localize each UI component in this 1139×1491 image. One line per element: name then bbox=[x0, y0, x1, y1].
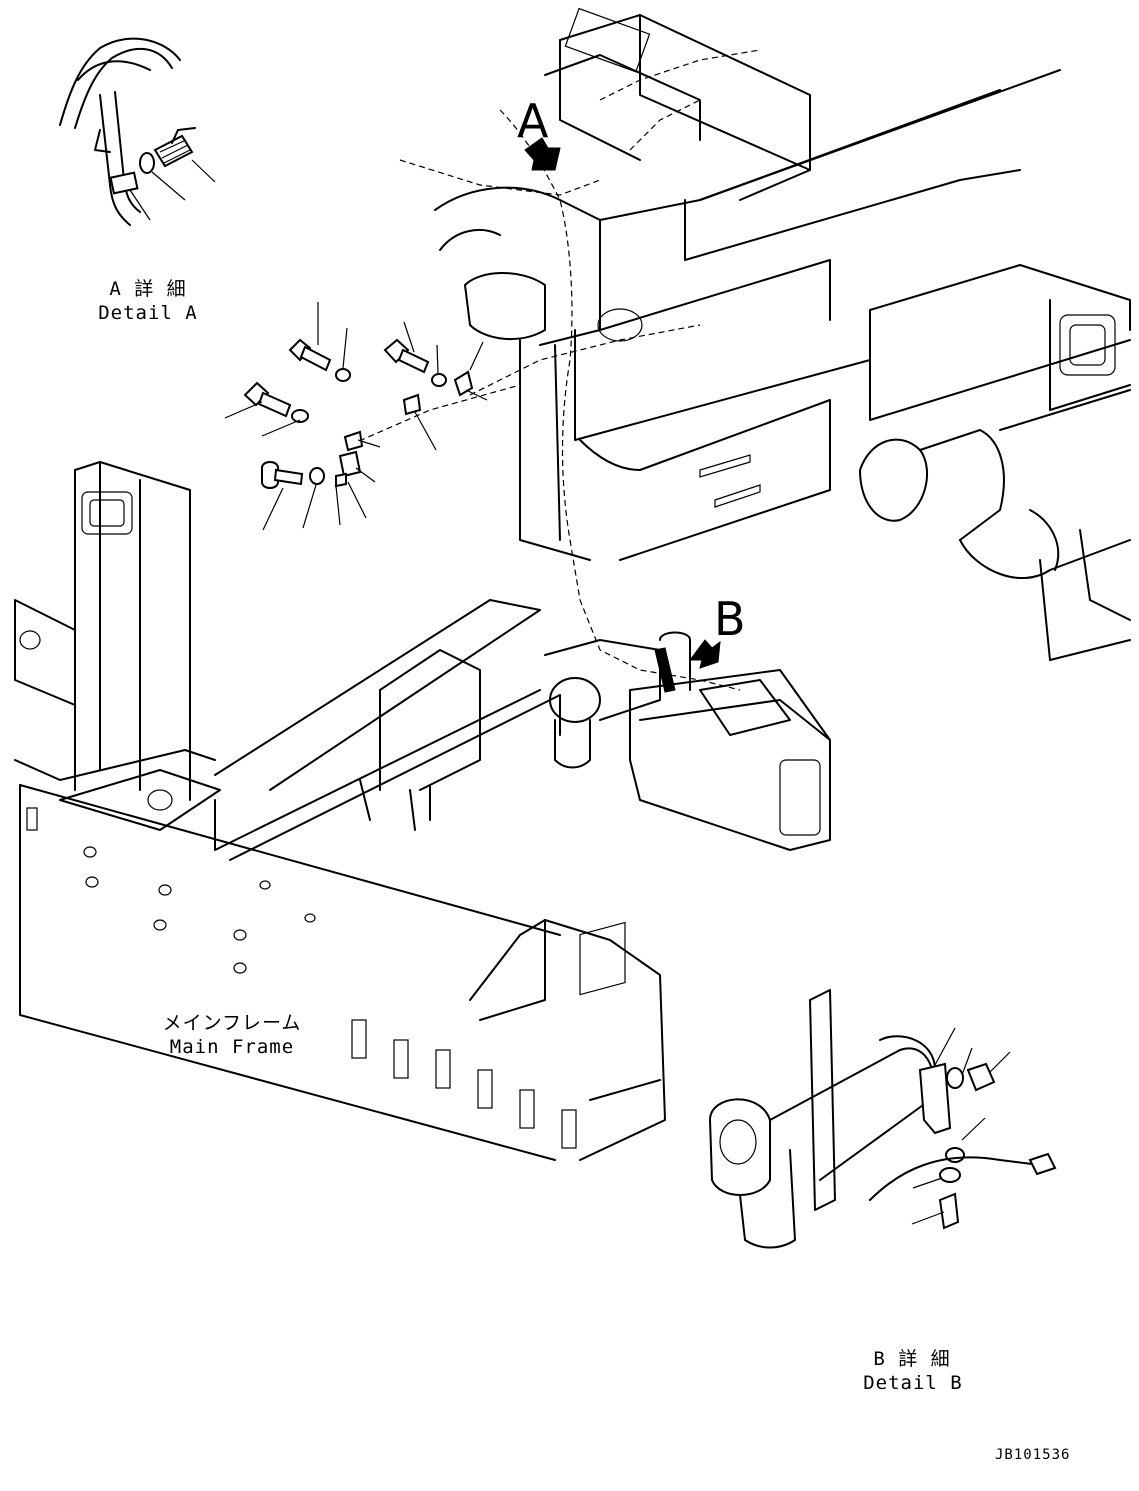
callout-arrow-a bbox=[524, 137, 561, 171]
callout-b-letter: B bbox=[714, 592, 746, 646]
main-frame-illustration bbox=[14, 461, 666, 1161]
detail-a-illustration bbox=[59, 37, 216, 226]
fastener-set-middle bbox=[224, 302, 488, 531]
detail-b-title-en: Detail B bbox=[863, 1372, 963, 1394]
drawing-code: JB101536 bbox=[995, 1447, 1071, 1463]
detail-b-illustration bbox=[709, 989, 1057, 1249]
callout-a-letter: A bbox=[517, 94, 549, 148]
detail-a-title-en: Detail A bbox=[98, 302, 198, 324]
detail-a-title-jp: A 詳 細 bbox=[109, 278, 187, 300]
detail-b-title-jp: B 詳 細 bbox=[873, 1348, 951, 1370]
transmission-illustration bbox=[544, 631, 831, 851]
frame-slots bbox=[26, 807, 577, 1149]
callout-arrow-b bbox=[689, 639, 721, 669]
main-frame-label-en: Main Frame bbox=[169, 1036, 295, 1058]
rear-frame-illustration bbox=[434, 7, 1131, 661]
main-frame-label-jp: メインフレーム bbox=[162, 1012, 302, 1034]
wiring-harness bbox=[349, 49, 761, 691]
frame-bosses bbox=[83, 846, 316, 974]
